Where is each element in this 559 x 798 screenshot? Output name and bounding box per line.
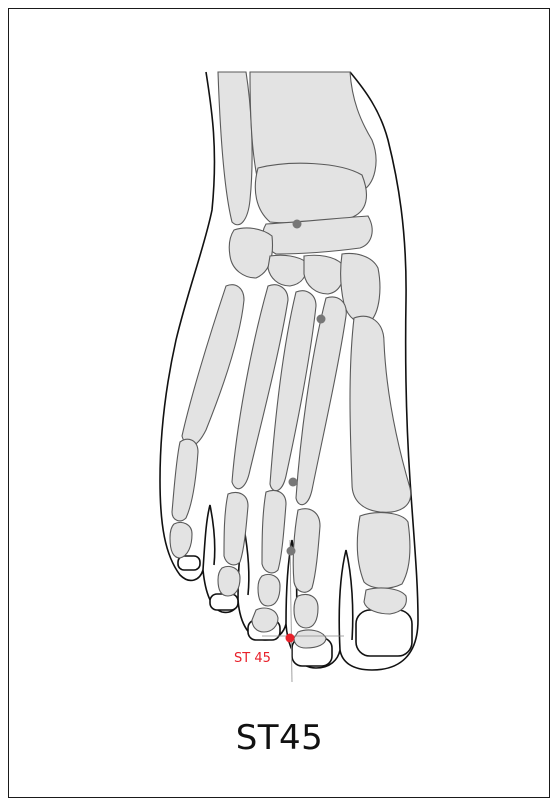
phalanx-2-distal [294,630,326,648]
phalanx-2-middle [294,595,318,629]
acupoint-marker [286,634,295,643]
acupoint-label: ST 45 [234,651,271,666]
nail-big-toe [356,610,412,656]
phalanx-3-distal [252,608,278,632]
phalanx-3-middle [258,574,280,606]
marker-dot [317,315,326,324]
marker-dot [293,220,302,229]
phalanx-1-distal [364,588,406,614]
marker-dot [287,547,296,556]
talus [255,163,366,223]
phalanx-1-proximal [357,513,410,589]
figure-caption: ST45 [0,718,559,758]
nail-toe-4 [210,594,238,610]
phalanx-4-distal [218,566,240,596]
marker-dot [289,478,298,487]
